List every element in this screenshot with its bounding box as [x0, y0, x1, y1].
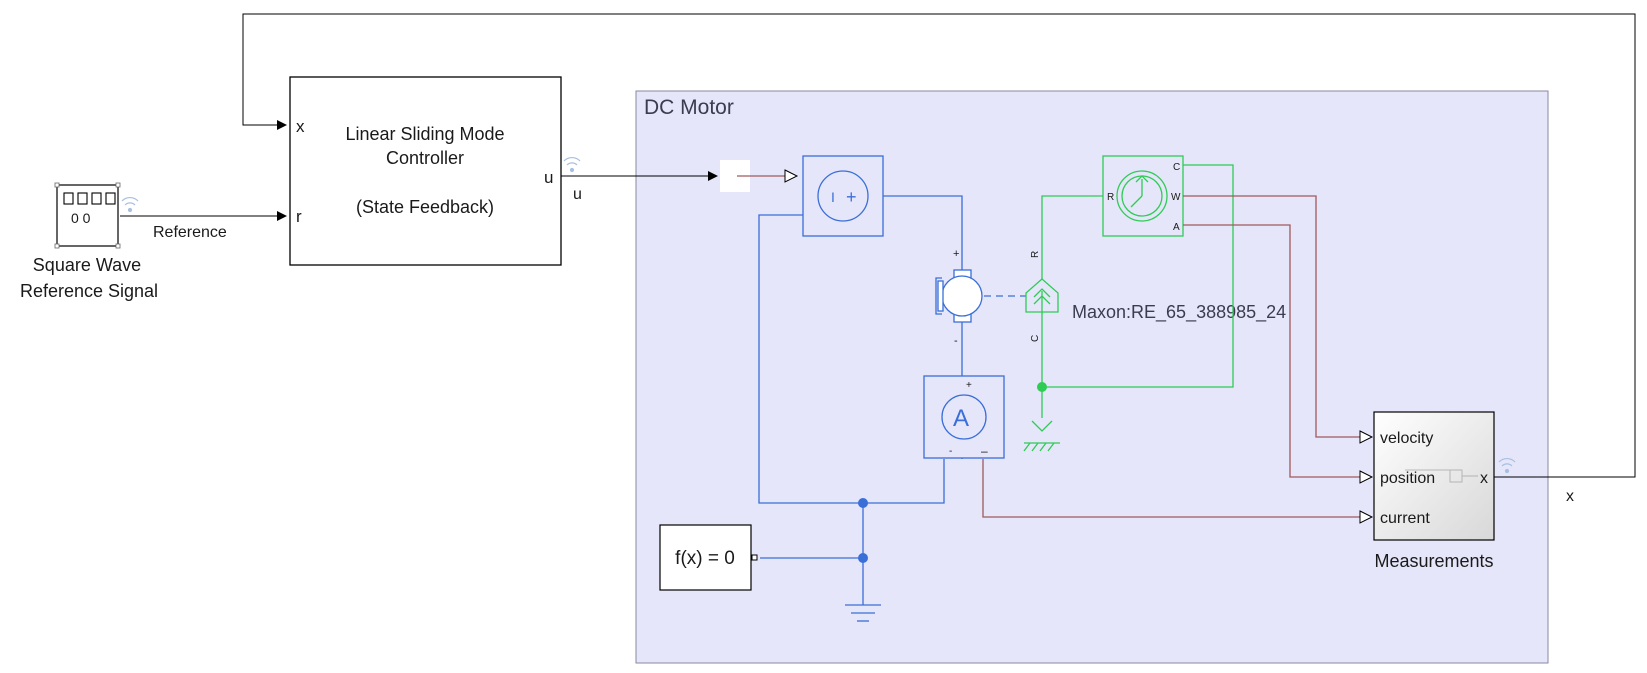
sensor-port-r: R — [1107, 192, 1114, 203]
junction-node — [858, 498, 868, 508]
measurements-port-x: x — [1480, 470, 1488, 487]
svg-text:I: I — [831, 189, 835, 205]
wifi-signal-icon — [563, 157, 581, 173]
current-sensor-block[interactable]: A + - – — [923, 375, 1005, 459]
sliding-mode-controller-block[interactable]: Linear Sliding Mode Controller (State Fe… — [289, 76, 562, 266]
measurements-port-velocity: velocity — [1380, 430, 1433, 447]
square-wave-icon — [63, 192, 116, 205]
wifi-signal-icon — [121, 197, 139, 213]
sensor-port-c: C — [1173, 162, 1180, 173]
reference-signal-label: Reference — [153, 224, 227, 241]
motor-terminal-plus: + — [953, 248, 959, 260]
dc-motor-icon — [935, 269, 983, 323]
controller-title-3: (State Feedback) — [356, 197, 494, 217]
sensor-port-w: W — [1171, 192, 1181, 203]
junction-node — [858, 553, 868, 563]
signal-lines[interactable] — [120, 13, 1636, 478]
sensor-port-a: A — [1173, 222, 1180, 233]
measurements-block[interactable]: velocity position current x — [1359, 411, 1495, 541]
dc-motor-subsystem[interactable]: DC Motor — [635, 90, 1549, 664]
motor-name-label: Maxon:RE_65_388985_24 — [1072, 302, 1286, 323]
square-wave-block[interactable]: 0 0 — [54, 182, 121, 249]
mech-port-r-label: R — [1030, 251, 1041, 258]
ammeter-minus-2: – — [981, 444, 988, 458]
square-wave-display: 0 0 — [71, 210, 91, 226]
measurements-port-current: current — [1380, 510, 1430, 527]
electrical-ground-icon — [845, 604, 881, 622]
controller-port-r: r — [296, 207, 302, 226]
dc-voltage-source-block[interactable]: I + — [802, 155, 884, 237]
junction-node — [1037, 382, 1047, 392]
control-signal-label: u — [573, 186, 582, 203]
physical-signal-wiring[interactable] — [982, 195, 1360, 518]
controller-port-x: x — [296, 117, 305, 136]
rotational-converter-block[interactable] — [1025, 278, 1059, 313]
ammeter-minus: - — [949, 446, 952, 457]
measurements-label: Measurements — [1374, 551, 1493, 571]
controller-port-u: u — [544, 168, 553, 187]
svg-text:+: + — [846, 187, 857, 207]
feedback-signal-label: x — [1566, 488, 1574, 505]
feedback-line-x — [242, 13, 1636, 478]
mechanical-reference-icon — [1023, 420, 1060, 452]
motor-terminal-minus: - — [954, 335, 958, 347]
motion-sensor-block[interactable]: R C W A — [1102, 155, 1184, 237]
motion-sensor-icon — [1116, 170, 1168, 222]
square-wave-label-2: Reference Signal — [20, 281, 158, 301]
controller-title-2: Controller — [386, 148, 464, 168]
solver-configuration-block[interactable]: f(x) = 0 — [659, 524, 758, 591]
mech-port-c-label: C — [1030, 335, 1041, 342]
mechanical-wiring[interactable] — [1041, 164, 1234, 418]
wifi-signal-icon — [1498, 458, 1516, 474]
solver-text: f(x) = 0 — [675, 548, 735, 569]
svg-text:A: A — [953, 405, 969, 432]
square-wave-label-1: Square Wave — [33, 255, 141, 275]
ammeter-icon: A — [941, 394, 987, 440]
controller-title-1: Linear Sliding Mode — [345, 124, 504, 144]
subsystem-title: DC Motor — [644, 96, 734, 119]
measurements-port-position: position — [1380, 470, 1435, 487]
ammeter-plus: + — [966, 380, 972, 391]
dc-voltage-source-icon: I + — [817, 170, 869, 222]
